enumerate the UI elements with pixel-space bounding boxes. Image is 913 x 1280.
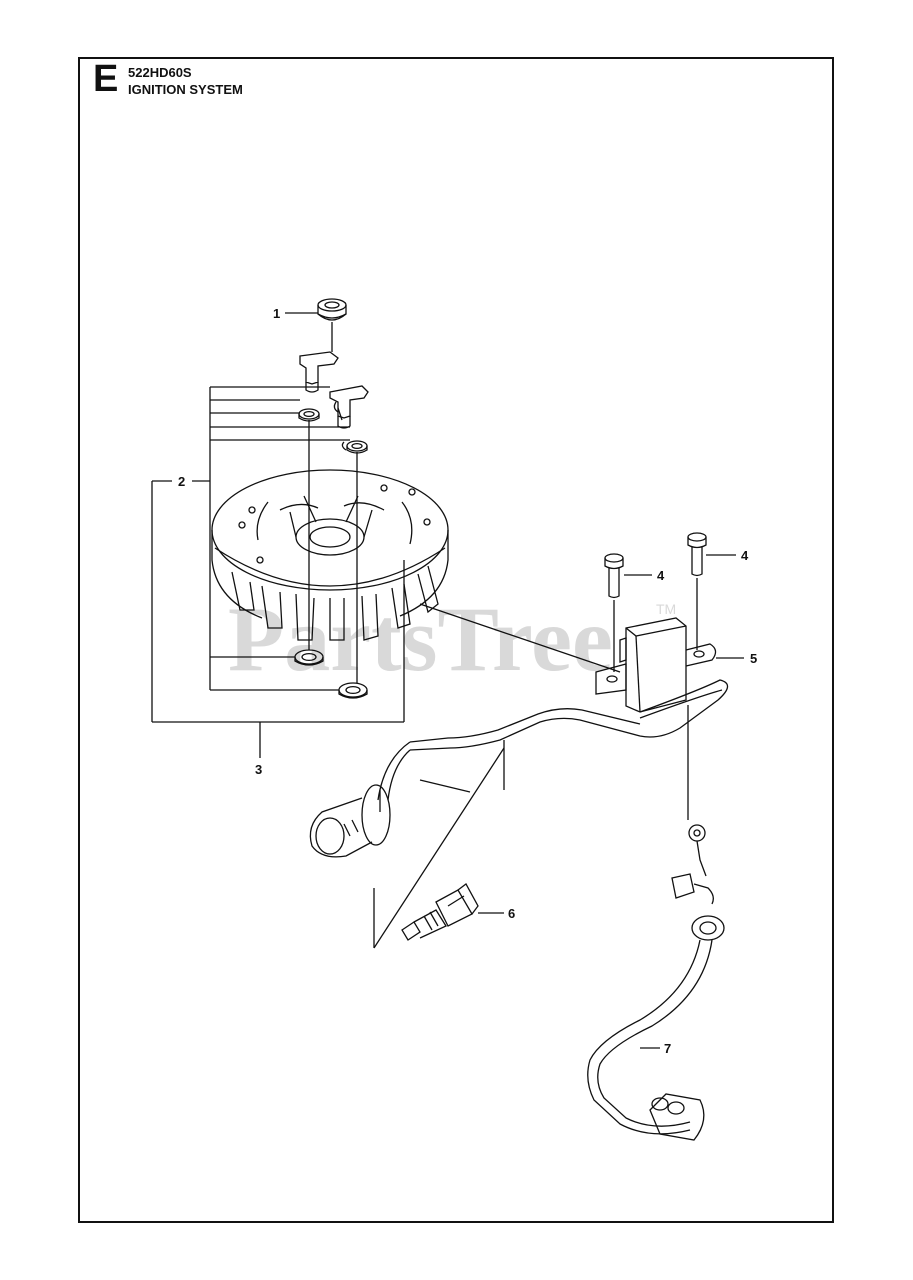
callout-4-right: 4 bbox=[741, 548, 749, 563]
flywheel bbox=[211, 469, 449, 641]
diagram-title: IGNITION SYSTEM bbox=[128, 82, 243, 97]
starter-pawl-right bbox=[329, 385, 369, 429]
screw-4-right bbox=[687, 532, 707, 650]
washer-left bbox=[298, 408, 320, 422]
bracket-2-3 bbox=[151, 386, 405, 758]
spark-plug-boot bbox=[309, 784, 391, 858]
section-letter: E bbox=[93, 58, 119, 100]
flywheel-to-module-line bbox=[419, 603, 621, 673]
callout-1: 1 bbox=[273, 306, 280, 321]
ground-wire bbox=[587, 705, 725, 1141]
lead-detail-line bbox=[419, 779, 471, 793]
spark-plug bbox=[401, 883, 479, 941]
screw-4-left bbox=[604, 553, 624, 672]
model-number: 522HD60S bbox=[128, 65, 192, 80]
washer-right bbox=[341, 440, 368, 454]
callout-3: 3 bbox=[255, 762, 262, 777]
watermark-text: PartsTree bbox=[228, 588, 613, 690]
diagram-frame bbox=[78, 57, 834, 1223]
callout-5: 5 bbox=[750, 651, 757, 666]
flywheel-nut bbox=[317, 298, 347, 321]
pawl-spring bbox=[333, 401, 343, 421]
bracket-6 bbox=[373, 740, 505, 949]
ignition-lead bbox=[377, 679, 729, 801]
callout-2: 2 bbox=[178, 474, 185, 489]
watermark-tm: TM bbox=[656, 601, 676, 617]
starter-pawl-left bbox=[299, 351, 339, 393]
callout-4-left: 4 bbox=[657, 568, 665, 583]
callout-6: 6 bbox=[508, 906, 515, 921]
callout-7: 7 bbox=[664, 1041, 671, 1056]
ignition-module bbox=[595, 617, 717, 713]
